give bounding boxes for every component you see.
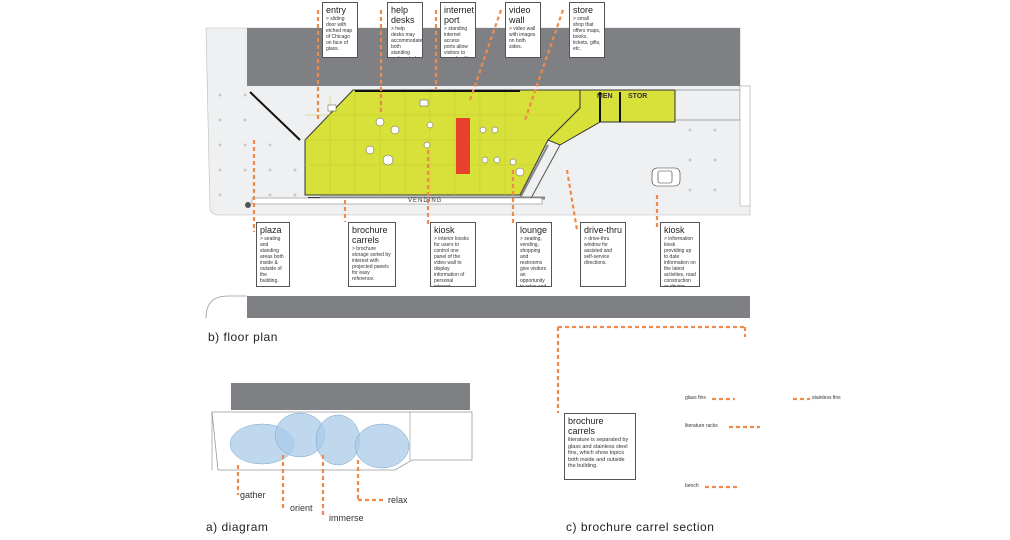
callout-desc: > brochure storage sorted by interest wi… bbox=[352, 246, 391, 282]
callout-desc: > small shop that offers maps, books, ti… bbox=[573, 16, 601, 52]
callout-desc: > seating, vending, shopping and restroo… bbox=[520, 236, 547, 287]
callout-desc: > video wall with images on both sides. bbox=[509, 26, 536, 50]
callout-desc: > standing internet access ports allow v… bbox=[444, 26, 469, 57]
section-callout-title: brochure carrels bbox=[568, 416, 604, 436]
callout-internet-port: internet port > standing internet access… bbox=[440, 2, 476, 58]
section-label-glass-fins: glass fins bbox=[685, 395, 706, 401]
callout-lounge: lounge > seating, vending, shopping and … bbox=[516, 222, 552, 287]
callout-title: kiosk bbox=[664, 225, 685, 235]
callout-title: help desks bbox=[391, 5, 415, 25]
caption-section: c) brochure carrel section bbox=[566, 520, 715, 534]
label-men: MEN bbox=[597, 93, 613, 100]
callout-kiosk-exterior: kiosk > information kiosk providing up t… bbox=[660, 222, 700, 287]
callout-desc: > help desks may accommodate both standi… bbox=[391, 26, 423, 57]
callout-title: video wall bbox=[509, 5, 531, 25]
label-vending: VENDING bbox=[408, 198, 443, 204]
callout-entry: entry > sliding door with etched map of … bbox=[322, 2, 358, 58]
callout-title: lounge bbox=[520, 225, 548, 235]
callout-desc: > information kiosk providing up to date… bbox=[664, 236, 696, 287]
callout-kiosk-interior: kiosk > interior kiosks for users to con… bbox=[430, 222, 476, 287]
callout-title: brochure carrels bbox=[352, 225, 388, 245]
diagram-label-orient: orient bbox=[290, 503, 313, 513]
caption-diagram: a) diagram bbox=[206, 520, 269, 534]
callout-desc: > seating and standing areas both inside… bbox=[260, 236, 284, 284]
section-label-bench: bench bbox=[685, 483, 699, 489]
section-label-literature-racks: literature racks bbox=[685, 423, 718, 429]
diagram-label-immerse: immerse bbox=[329, 513, 364, 523]
callout-title: plaza bbox=[260, 225, 282, 235]
caption-floor-plan: b) floor plan bbox=[208, 330, 278, 344]
callout-video-wall: video wall > video wall with images on b… bbox=[505, 2, 541, 58]
callout-drive-thru: drive-thru > drive-thru window for assis… bbox=[580, 222, 626, 287]
diagram-label-relax: relax bbox=[388, 495, 408, 505]
callout-desc: > drive-thru window for assisted and sel… bbox=[584, 236, 613, 266]
label-stor: STOR bbox=[628, 93, 648, 100]
callout-title: internet port bbox=[444, 5, 475, 25]
diagram-label-gather: gather bbox=[240, 490, 266, 500]
callout-title: store bbox=[573, 5, 594, 15]
callout-desc: > sliding door with etched map of Chicag… bbox=[326, 16, 353, 52]
callout-title: entry bbox=[326, 5, 347, 15]
callout-title: kiosk bbox=[434, 225, 455, 235]
callout-help-desks: help desks > help desks may accommodate … bbox=[387, 2, 423, 58]
section-label-stainless-fins: stainless fins bbox=[812, 395, 841, 401]
callout-title: drive-thru bbox=[584, 225, 623, 235]
callout-store: store > small shop that offers maps, boo… bbox=[569, 2, 605, 58]
section-callout-brochure-carrels: brochure carrels literature is separated… bbox=[564, 413, 636, 480]
callout-plaza: plaza > seating and standing areas both … bbox=[256, 222, 290, 287]
callout-brochure-carrels: brochure carrels > brochure storage sort… bbox=[348, 222, 396, 287]
callout-desc: > interior kiosks for users to control o… bbox=[434, 236, 469, 287]
section-callout-desc: literature is separated by glass and sta… bbox=[568, 437, 629, 469]
